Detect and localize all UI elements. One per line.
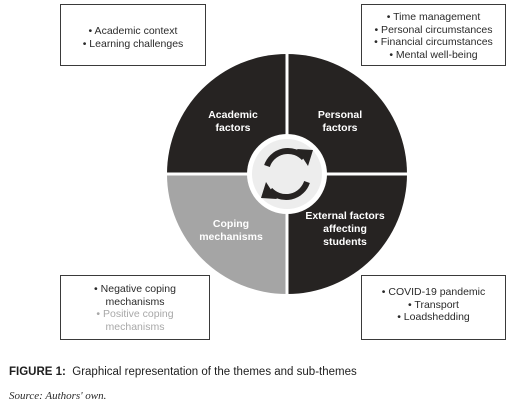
subtheme-item: • Financial circumstances <box>374 36 493 48</box>
themes-diagram: Academic factors Personal factors Coping… <box>60 4 506 340</box>
figure-caption-text: Graphical representation of the themes a… <box>72 366 357 378</box>
subtheme-item: • Personal circumstances <box>374 23 493 36</box>
personal-factors-line1: Personal <box>318 109 362 121</box>
subtheme-item: • Mental well-being <box>389 48 478 61</box>
academic-factors-line1: Academic <box>208 109 258 121</box>
coping-mechanisms-line1: Coping <box>213 218 249 230</box>
subtheme-item: • COVID-19 pandemic <box>381 286 486 298</box>
personal-factors-line2: factors <box>322 122 357 134</box>
external-subthemes-box: • COVID-19 pandemic • Transport • Loadsh… <box>361 275 506 340</box>
source-note: Source: Authors' own. <box>9 390 107 402</box>
external-factors-line3: students <box>323 236 367 248</box>
subtheme-item: • Negative coping <box>94 283 176 295</box>
quadrant-external-factors <box>287 174 407 294</box>
figure-label: FIGURE 1: <box>9 366 66 378</box>
subtheme-item: • Time management <box>386 11 481 23</box>
quadrant-academic-factors <box>167 54 287 174</box>
subtheme-item-continued: mechanisms <box>105 320 165 333</box>
quadrant-personal-factors <box>287 54 407 174</box>
cycle-arrows-icon <box>261 147 313 201</box>
subtheme-item-continued: mechanisms <box>105 295 165 308</box>
subtheme-item: • Loadshedding <box>397 311 470 323</box>
coping-subthemes-box: • Negative coping mechanisms • Positive … <box>60 275 210 340</box>
academic-subthemes-box: • Academic context • Learning challenges <box>60 4 206 66</box>
academic-factors-line2: factors <box>215 122 250 134</box>
subtheme-item: • Academic context <box>88 25 178 37</box>
subtheme-item: • Positive coping <box>96 308 174 320</box>
subtheme-item: • Transport <box>408 298 459 311</box>
figure-caption: FIGURE 1: Graphical representation of th… <box>9 366 357 378</box>
coping-mechanisms-line2: mechanisms <box>199 231 263 243</box>
external-factors-line1: External factors <box>305 210 385 222</box>
diagram-canvas: Academic factors Personal factors Coping… <box>167 54 407 294</box>
subtheme-item: • Learning challenges <box>82 37 184 50</box>
personal-subthemes-box: • Time management • Personal circumstanc… <box>361 4 506 66</box>
external-factors-line2: affecting <box>323 223 367 235</box>
quadrant-coping-mechanisms <box>167 174 287 294</box>
